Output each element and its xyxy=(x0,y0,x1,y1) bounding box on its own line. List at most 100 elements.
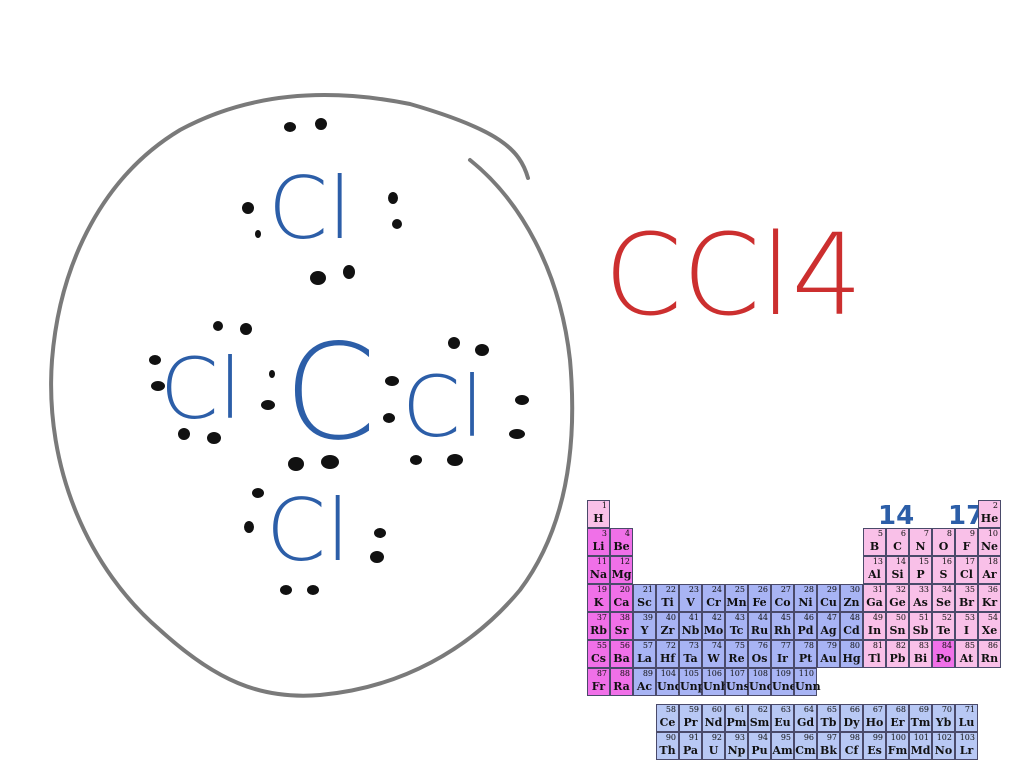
electron-dot xyxy=(475,344,489,356)
atomic-number: 106 xyxy=(706,669,722,678)
atomic-number: 61 xyxy=(734,705,745,714)
electron-dot xyxy=(288,457,304,471)
central-atom: C xyxy=(284,316,376,470)
atomic-number: 94 xyxy=(757,733,768,742)
element-symbol: Cm xyxy=(795,744,816,757)
atomic-number: 58 xyxy=(665,705,676,714)
atomic-number: 89 xyxy=(642,669,653,678)
element-symbol: Pt xyxy=(798,652,813,665)
atomic-number: 34 xyxy=(941,585,952,594)
element-symbol: Fe xyxy=(752,596,767,609)
atomic-number: 23 xyxy=(688,585,699,594)
atomic-number: 86 xyxy=(987,641,998,650)
atomic-number: 1 xyxy=(601,501,607,510)
element-symbol: Nd xyxy=(704,716,723,729)
electron-dot xyxy=(315,118,327,130)
atomic-number: 43 xyxy=(734,613,745,622)
atomic-number: 8 xyxy=(946,529,952,538)
atomic-number: 107 xyxy=(729,669,745,678)
electron-dot xyxy=(269,370,275,378)
atomic-number: 92 xyxy=(711,733,722,742)
electron-dot xyxy=(370,551,384,563)
atomic-number: 59 xyxy=(688,705,699,714)
element-symbol: Es xyxy=(867,744,882,757)
element-symbol: Cu xyxy=(820,596,837,609)
atomic-number: 21 xyxy=(642,585,653,594)
element-symbol: Lu xyxy=(958,716,975,729)
electron-dot xyxy=(178,428,190,440)
element-symbol: W xyxy=(707,652,720,665)
atomic-number: 10 xyxy=(987,529,998,538)
atomic-number: 53 xyxy=(964,613,975,622)
electron-dot xyxy=(310,271,326,285)
element-symbol: Pd xyxy=(797,624,814,637)
atomic-number: 24 xyxy=(711,585,722,594)
electron-dot xyxy=(509,429,525,439)
element-symbol: N xyxy=(915,540,926,553)
electron-dot xyxy=(392,219,402,229)
element-symbol: F xyxy=(962,540,971,553)
element-symbol: Dy xyxy=(843,716,860,729)
element-symbol: Sn xyxy=(889,624,906,637)
element-symbol: Rn xyxy=(980,652,999,665)
element-symbol: Uns xyxy=(726,680,750,693)
atomic-number: 71 xyxy=(964,705,975,714)
element-symbol: Ba xyxy=(613,652,630,665)
atomic-number: 77 xyxy=(780,641,791,650)
element-symbol: Mn xyxy=(726,596,747,609)
electron-dots xyxy=(149,118,529,595)
atomic-number: 25 xyxy=(734,585,745,594)
atomic-number: 102 xyxy=(936,733,952,742)
atomic-number: 35 xyxy=(964,585,975,594)
atomic-number: 80 xyxy=(849,641,860,650)
element-symbol: Hf xyxy=(659,652,676,665)
element-symbol: Pm xyxy=(726,716,747,729)
element-symbol: At xyxy=(959,652,974,665)
element-symbol: Tm xyxy=(910,716,931,729)
atomic-number: 62 xyxy=(757,705,768,714)
atomic-number: 57 xyxy=(642,641,653,650)
element-symbol: Hg xyxy=(842,652,861,665)
formula-text: CCl4 xyxy=(604,211,863,341)
electron-dot xyxy=(207,432,221,444)
atomic-number: 14 xyxy=(895,557,906,566)
element-symbol: Ra xyxy=(613,680,630,693)
element-symbol: K xyxy=(593,596,604,609)
element-symbol: Se xyxy=(936,596,951,609)
element-symbol: C xyxy=(893,540,902,553)
electron-dot xyxy=(242,202,254,214)
